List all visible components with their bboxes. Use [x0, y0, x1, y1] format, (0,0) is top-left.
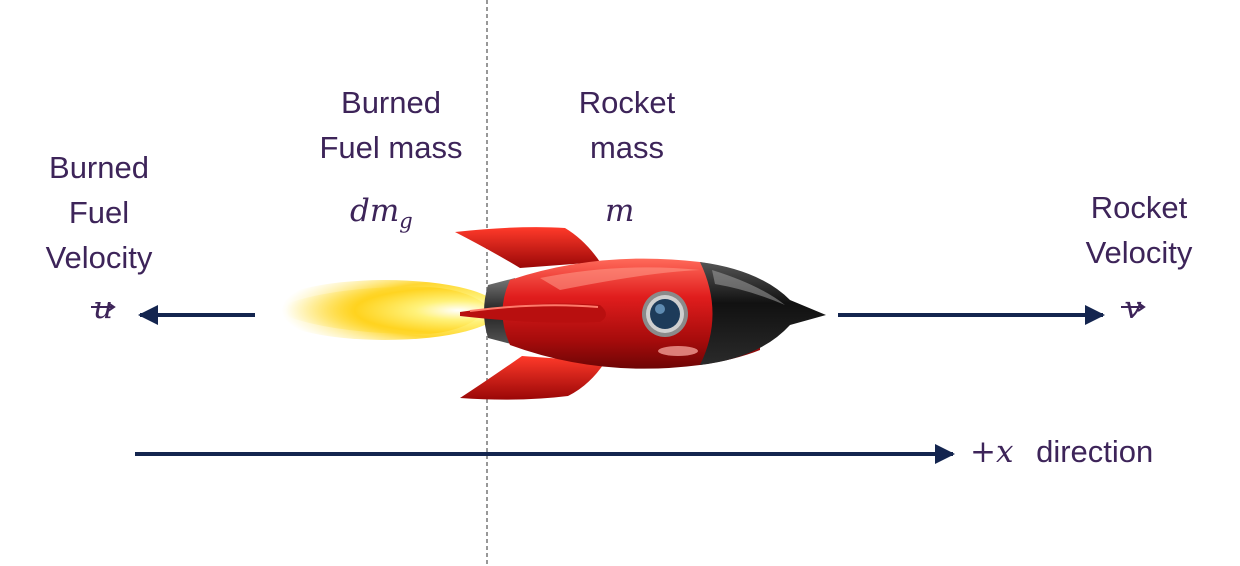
fuel-mass-symbol: dmg [350, 193, 413, 234]
vector-arrow-icon [91, 302, 116, 312]
rocket-mass-label: Rocket mass [578, 85, 676, 165]
rocket-velocity-label: Rocket Velocity [1085, 190, 1193, 270]
burned-fuel-mass-label: Burned Fuel mass [319, 85, 463, 165]
rocket-velocity-symbol: v [1118, 290, 1148, 326]
rocket-icon [455, 227, 826, 400]
rocket-mass-symbol: m [605, 193, 635, 229]
vector-arrow-icon [1121, 302, 1146, 312]
x-direction-label: +x direction [970, 434, 1154, 470]
fuel-velocity-symbol: u [88, 290, 118, 326]
burned-fuel-velocity-label: Burned Fuel Velocity [45, 150, 153, 275]
porthole-icon [642, 291, 688, 337]
exhaust-flame-icon [270, 280, 500, 340]
